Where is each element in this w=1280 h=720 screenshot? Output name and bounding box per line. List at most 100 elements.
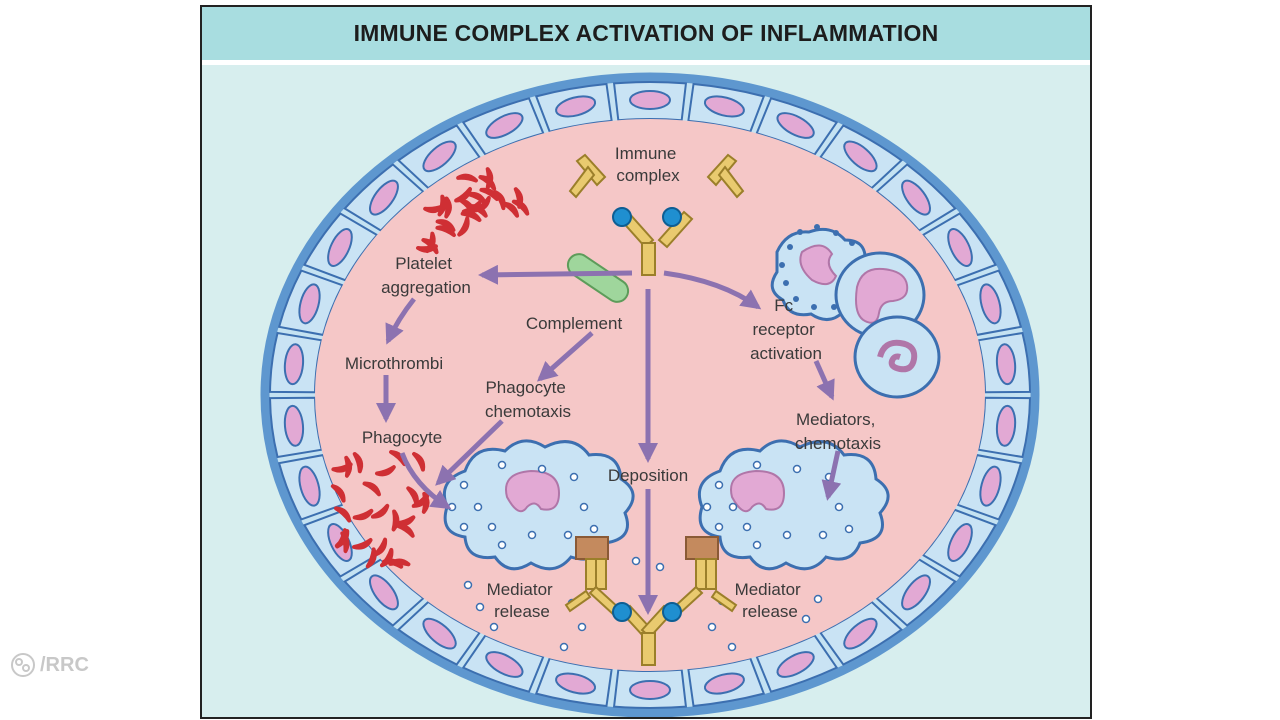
endothelial-nucleus — [283, 343, 305, 386]
endothelial-nucleus — [979, 465, 1002, 507]
label-phagocyte-chemotaxis: Phagocyte chemotaxis — [485, 378, 571, 421]
endothelial-nucleus — [995, 404, 1017, 447]
red-blood-cell — [406, 486, 419, 507]
granule — [475, 602, 485, 612]
endothelial-nucleus — [979, 283, 1002, 325]
granule — [782, 530, 792, 540]
red-blood-cell — [435, 219, 456, 233]
antigen-icon — [662, 602, 682, 622]
red-blood-cell — [501, 201, 520, 218]
fc-receptor-right — [685, 536, 719, 560]
neutrophil-cell-2 — [853, 315, 941, 399]
arrow-to-platelet-aggregation — [478, 264, 633, 285]
endothelial-nucleus — [422, 617, 457, 650]
red-blood-cell — [395, 523, 415, 538]
granule — [527, 530, 537, 540]
watermark-logo-icon — [11, 653, 35, 677]
arrow-mediators-to-macrophage — [821, 450, 842, 501]
platelet-cluster — [770, 224, 941, 399]
platelet-granule — [831, 304, 837, 310]
label-mediators-chemotaxis: Mediators, chemotaxis — [795, 410, 881, 453]
granule — [752, 540, 762, 550]
red-blood-cell — [374, 465, 396, 477]
title-bar: IMMUNE COMPLEX ACTIVATION OF INFLAMMATIO… — [202, 7, 1090, 65]
endothelial-nucleus — [901, 574, 931, 611]
endothelial-nucleus — [776, 112, 815, 139]
endothelial-nucleus — [555, 95, 597, 118]
endothelial-nucleus — [776, 651, 815, 678]
endothelial-nucleus — [901, 179, 931, 216]
platelet-granule — [797, 229, 803, 235]
red-blood-cell — [331, 462, 353, 473]
platelet-granule — [849, 240, 855, 246]
granule — [459, 480, 469, 490]
granule — [792, 464, 802, 474]
red-blood-cell — [340, 531, 350, 554]
red-blood-cell — [435, 225, 456, 238]
granule — [473, 502, 483, 512]
label-fc-receptor-activation: Fc receptor activation — [750, 296, 822, 363]
red-blood-cell — [479, 187, 499, 202]
antigen-icon — [662, 207, 682, 227]
granule — [459, 522, 469, 532]
label-platelet-aggregation: Platelet aggregation — [381, 254, 471, 297]
granule — [801, 614, 811, 624]
red-blood-cells-bottom — [330, 450, 430, 569]
endothelial-nucleus — [485, 651, 524, 678]
granule — [489, 622, 499, 632]
endothelial-nucleus — [843, 617, 878, 650]
red-blood-cell — [334, 506, 352, 523]
endothelial-nucleus — [298, 465, 321, 507]
label-mediator-release-right: Mediator release — [735, 580, 806, 621]
endothelial-nucleus — [843, 140, 878, 173]
red-blood-cell — [352, 508, 374, 521]
red-blood-cell — [456, 173, 478, 183]
endothelial-nucleus — [629, 680, 671, 700]
granule — [447, 502, 457, 512]
endothelial-nucleus — [327, 228, 353, 267]
granule — [559, 642, 569, 652]
endothelial-lining — [269, 81, 1031, 709]
red-blood-cell — [351, 537, 373, 550]
label-complement: Complement — [526, 314, 623, 333]
granule — [569, 472, 579, 482]
granule — [579, 502, 589, 512]
macrophage-right — [697, 439, 890, 571]
antigen-icon — [612, 207, 632, 227]
granule — [727, 642, 737, 652]
red-blood-cell — [362, 481, 381, 497]
immune-complex-antibodies — [568, 153, 745, 276]
red-blood-cell — [370, 503, 390, 519]
red-blood-cell — [513, 187, 524, 209]
label-microthrombi: Microthrombi — [345, 354, 443, 373]
granule — [844, 524, 854, 534]
granule — [563, 530, 573, 540]
granule — [714, 480, 724, 490]
watermark: /RRC — [10, 652, 89, 678]
endothelial-nucleus — [555, 672, 597, 695]
red-blood-cell — [423, 204, 445, 214]
granule — [589, 524, 599, 534]
platelet-granule — [787, 244, 793, 250]
endothelial-nucleus — [298, 283, 321, 325]
granule — [537, 464, 547, 474]
red-blood-cell — [421, 491, 430, 514]
endothelial-nucleus — [369, 179, 399, 216]
endothelial-nucleus — [283, 404, 305, 447]
red-blood-cells-top — [416, 167, 530, 255]
red-blood-cell — [444, 196, 452, 219]
endothelial-nucleus — [703, 672, 745, 695]
red-blood-cell — [412, 451, 426, 472]
arrow-phagocyte-to-macrophage — [399, 452, 452, 510]
red-blood-cell — [379, 547, 394, 568]
granule — [714, 522, 724, 532]
arrow-chemotaxis-to-macrophage — [435, 419, 504, 486]
endothelial-nucleus — [369, 574, 399, 611]
red-blood-cell — [373, 537, 388, 557]
red-blood-cell — [457, 216, 470, 237]
arrow-fc-to-mediators — [813, 359, 835, 401]
granule — [497, 540, 507, 550]
watermark-text: /RRC — [40, 653, 89, 676]
platelet-granule — [793, 296, 799, 302]
granule — [752, 460, 762, 470]
